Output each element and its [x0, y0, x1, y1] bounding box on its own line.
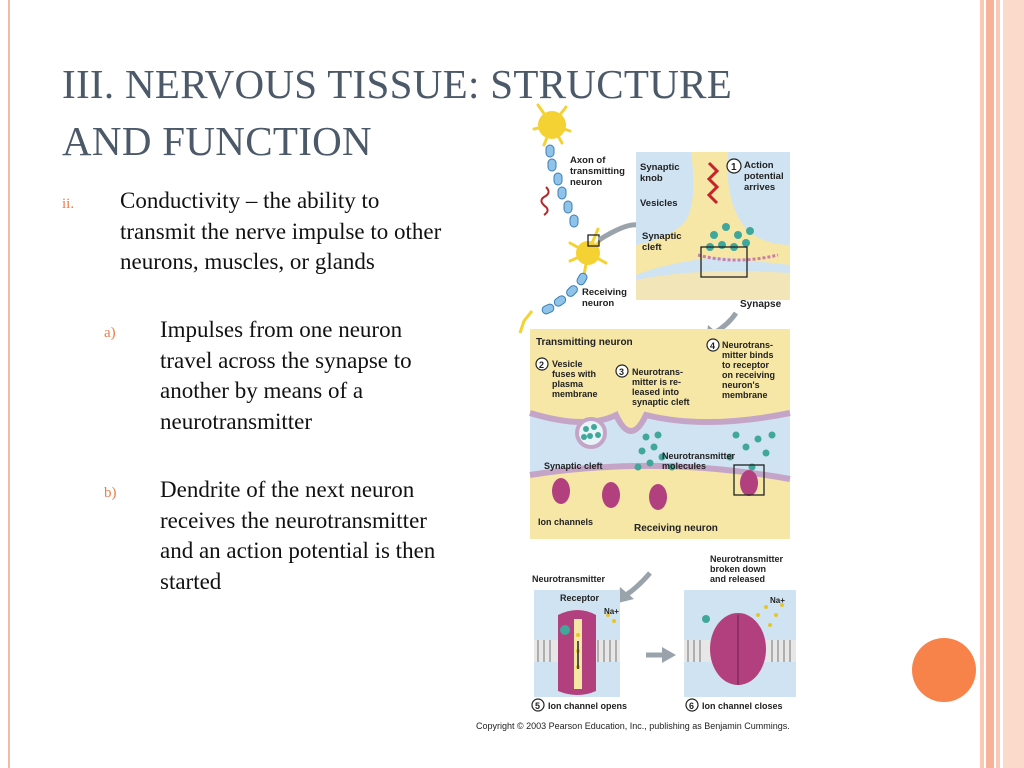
right-border-stripe: [980, 0, 984, 768]
decorative-orange-circle: [912, 638, 976, 702]
label-step-2: Vesicle fuses with plasma membrane: [552, 359, 599, 399]
step-number: 6: [689, 701, 694, 711]
label-na-2: Na+: [770, 596, 785, 605]
label-step-4: Neurotrans- mitter binds to receptor on …: [722, 340, 778, 400]
ion-channel-open-panel: 5: [531, 590, 620, 712]
sub-bullet-text: Impulses from one neuron travel across t…: [160, 317, 412, 434]
label-vesicles: Vesicles: [640, 198, 678, 209]
bullet-text: Conductivity – the ability to transmit t…: [120, 188, 442, 274]
synapse-panel: 1: [636, 152, 790, 341]
label-axon: Axon of transmitting neuron: [570, 155, 628, 188]
label-receptor: Receptor: [560, 593, 600, 603]
sub-bullet-marker: b): [104, 485, 117, 501]
label-step-5: Ion channel opens: [548, 701, 627, 711]
right-border-stripe: [996, 0, 1000, 768]
label-neurotransmitter: Neurotransmitter: [532, 574, 606, 584]
bullet-marker: ii.: [62, 196, 75, 212]
step-number: 3: [619, 367, 624, 377]
left-border-line: [8, 0, 10, 768]
step-number: 5: [535, 701, 540, 711]
right-border-stripe: [1003, 0, 1024, 768]
label-nt-molecules: Neurotransmitter molecules: [662, 451, 738, 471]
sub-bullet-marker: a): [104, 325, 116, 341]
label-na: Na+: [604, 607, 619, 616]
title-line-1: III. NERVOUS TISSUE: STRUCTURE: [62, 61, 733, 107]
label-step-6: Ion channel closes: [702, 701, 783, 711]
sub-bullet-text: Dendrite of the next neuron receives the…: [160, 477, 436, 594]
label-transmitting-neuron: Transmitting neuron: [536, 337, 633, 348]
label-synapse: Synapse: [740, 299, 782, 310]
label-synaptic-cleft: Synaptic cleft: [642, 231, 684, 253]
label-step-3: Neurotrans- mitter is re- leased into sy…: [632, 367, 690, 407]
step-number: 4: [710, 341, 715, 351]
transmitting-neuron-drawing: [518, 103, 648, 334]
step-number: 2: [539, 360, 544, 370]
title-line-2: AND FUNCTION: [62, 118, 372, 164]
label-synaptic-knob: Synaptic knob: [640, 162, 682, 184]
copyright-text: Copyright © 2003 Pearson Education, Inc.…: [476, 721, 790, 731]
label-broken-down: Neurotransmitter broken down and release…: [710, 554, 786, 584]
neurotransmitter-release-panel: 2 3 4: [529, 329, 791, 603]
label-synaptic-cleft-mid: Synaptic cleft: [544, 461, 603, 471]
label-ion-channels: Ion channels: [538, 517, 593, 527]
label-receiving-neuron-mid: Receiving neuron: [634, 523, 718, 534]
label-receiving-neuron: Receiving neuron: [582, 287, 630, 309]
step-number: 1: [731, 162, 737, 173]
ion-channel-closed-panel: 6: [684, 590, 796, 712]
label-step-1: Action potential arrives: [744, 160, 786, 193]
right-border-stripe: [986, 0, 994, 768]
slide-title: III. NERVOUS TISSUE: STRUCTURE AND FUNCT…: [62, 56, 922, 170]
synapse-diagram: Axon of transmitting neuron Receiving ne…: [466, 95, 870, 740]
